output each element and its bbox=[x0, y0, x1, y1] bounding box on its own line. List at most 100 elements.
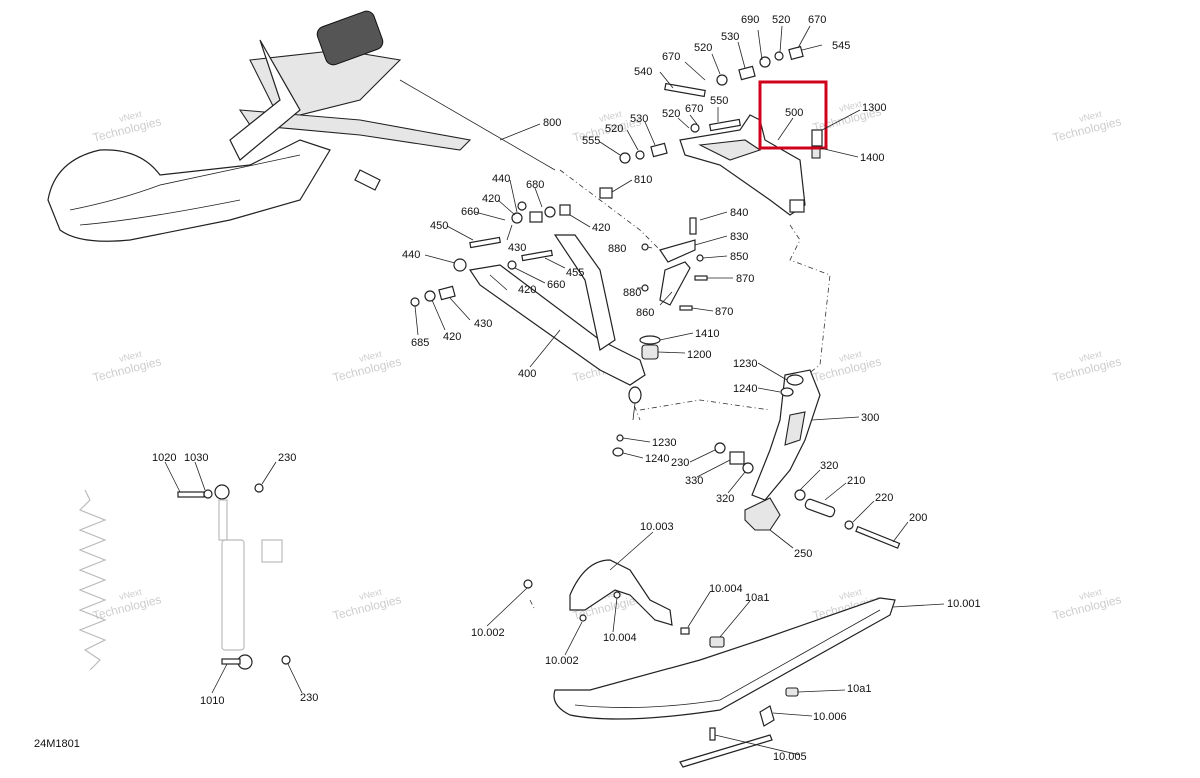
washer-icon bbox=[716, 74, 728, 86]
callout-210[interactable]: 210 bbox=[847, 475, 865, 487]
nut-icon bbox=[613, 591, 621, 599]
callout-670[interactable]: 670 bbox=[662, 51, 680, 63]
callout-420[interactable]: 420 bbox=[592, 222, 610, 234]
callout-455[interactable]: 455 bbox=[566, 267, 584, 279]
leader-lines bbox=[164, 25, 945, 756]
callout-10-004[interactable]: 10.004 bbox=[603, 632, 637, 644]
callout-230[interactable]: 230 bbox=[278, 452, 296, 464]
callout-690[interactable]: 690 bbox=[741, 14, 759, 26]
callout-850[interactable]: 850 bbox=[730, 251, 748, 263]
nut-icon bbox=[559, 204, 571, 216]
callout-1200[interactable]: 1200 bbox=[687, 349, 711, 361]
callout-880[interactable]: 880 bbox=[623, 287, 641, 299]
callout-1030[interactable]: 1030 bbox=[184, 452, 208, 464]
callout-1240[interactable]: 1240 bbox=[645, 453, 669, 465]
upper-a-arm-500 bbox=[679, 114, 806, 216]
callout-520[interactable]: 520 bbox=[605, 123, 623, 135]
ski-leg-icon bbox=[569, 559, 673, 626]
callout-1400[interactable]: 1400 bbox=[860, 152, 884, 164]
callout-670[interactable]: 670 bbox=[808, 14, 826, 26]
callout-810[interactable]: 810 bbox=[634, 174, 652, 186]
boot-icon bbox=[641, 344, 659, 360]
callout-10-005[interactable]: 10.005 bbox=[773, 751, 807, 763]
callout-230[interactable]: 230 bbox=[671, 457, 689, 469]
callout-labels: 690 520 670 530 545 670 520 540 500 1300… bbox=[152, 14, 981, 763]
bolt-icon bbox=[521, 249, 553, 262]
runner-stud-icon bbox=[709, 727, 716, 741]
callout-450[interactable]: 450 bbox=[430, 220, 448, 232]
callout-685[interactable]: 685 bbox=[411, 337, 429, 349]
callout-880[interactable]: 880 bbox=[608, 243, 626, 255]
callout-545[interactable]: 545 bbox=[832, 40, 850, 52]
callout-10-002[interactable]: 10.002 bbox=[471, 627, 505, 639]
callout-320[interactable]: 320 bbox=[716, 493, 734, 505]
callout-520[interactable]: 520 bbox=[772, 14, 790, 26]
callout-680[interactable]: 680 bbox=[526, 179, 544, 191]
bolt-icon bbox=[469, 236, 501, 249]
callout-1230[interactable]: 1230 bbox=[652, 437, 676, 449]
callout-500[interactable]: 500 bbox=[785, 107, 803, 119]
bolt-icon bbox=[855, 525, 901, 549]
callout-840[interactable]: 840 bbox=[730, 207, 748, 219]
callout-10a1[interactable]: 10a1 bbox=[745, 592, 769, 604]
callout-800[interactable]: 800 bbox=[543, 117, 561, 129]
callout-870[interactable]: 870 bbox=[715, 306, 733, 318]
callout-660[interactable]: 660 bbox=[547, 279, 565, 291]
bolt-icon bbox=[709, 118, 741, 132]
callout-550[interactable]: 550 bbox=[710, 95, 728, 107]
callout-555[interactable]: 555 bbox=[582, 135, 600, 147]
callout-520[interactable]: 520 bbox=[662, 108, 680, 120]
callout-300[interactable]: 300 bbox=[861, 412, 879, 424]
nut-icon bbox=[410, 297, 420, 307]
callout-830[interactable]: 830 bbox=[730, 231, 748, 243]
callout-420[interactable]: 420 bbox=[443, 331, 461, 343]
shock-rod-icon bbox=[218, 499, 228, 541]
callout-10-003[interactable]: 10.003 bbox=[640, 521, 674, 533]
callout-1410[interactable]: 1410 bbox=[695, 328, 719, 340]
bushing-icon bbox=[650, 142, 668, 158]
nut-icon bbox=[696, 254, 704, 262]
callout-430[interactable]: 430 bbox=[474, 318, 492, 330]
lower-a-arm-icon bbox=[468, 264, 646, 386]
callout-320[interactable]: 320 bbox=[820, 460, 838, 472]
callout-10-006[interactable]: 10.006 bbox=[813, 711, 847, 723]
callout-540[interactable]: 540 bbox=[634, 66, 652, 78]
assembled-ski-icon bbox=[47, 139, 331, 242]
callout-1230[interactable]: 1230 bbox=[733, 358, 757, 370]
callout-10a1[interactable]: 10a1 bbox=[847, 683, 871, 695]
bolt-head-icon bbox=[523, 579, 533, 589]
callout-1010[interactable]: 1010 bbox=[200, 695, 224, 707]
upper-a-arm-icon bbox=[679, 114, 806, 216]
callout-670[interactable]: 670 bbox=[685, 103, 703, 115]
ball-joint-stud-icon bbox=[811, 145, 821, 159]
callout-200[interactable]: 200 bbox=[909, 512, 927, 524]
callout-860[interactable]: 860 bbox=[636, 307, 654, 319]
callout-420[interactable]: 420 bbox=[518, 284, 536, 296]
nut-icon bbox=[579, 614, 587, 622]
callout-1020[interactable]: 1020 bbox=[152, 452, 176, 464]
bushing-icon bbox=[599, 187, 613, 199]
callout-250[interactable]: 250 bbox=[794, 548, 812, 560]
callout-420[interactable]: 420 bbox=[482, 193, 500, 205]
callout-870[interactable]: 870 bbox=[736, 273, 754, 285]
callout-10-001[interactable]: 10.001 bbox=[947, 598, 981, 610]
callout-220[interactable]: 220 bbox=[875, 492, 893, 504]
callout-330[interactable]: 330 bbox=[685, 475, 703, 487]
callout-10-002[interactable]: 10.002 bbox=[545, 655, 579, 667]
bolt-icon bbox=[664, 82, 706, 98]
callout-660[interactable]: 660 bbox=[461, 206, 479, 218]
callout-520[interactable]: 520 bbox=[694, 42, 712, 54]
callout-440[interactable]: 440 bbox=[492, 173, 510, 185]
nut-icon bbox=[281, 655, 291, 665]
callout-400[interactable]: 400 bbox=[518, 368, 536, 380]
ball-joint-icon bbox=[811, 129, 823, 147]
callout-10-004[interactable]: 10.004 bbox=[709, 583, 743, 595]
fastener-icon bbox=[759, 705, 775, 727]
callout-530[interactable]: 530 bbox=[721, 31, 739, 43]
callout-430[interactable]: 430 bbox=[508, 242, 526, 254]
callout-1240[interactable]: 1240 bbox=[733, 383, 757, 395]
callout-440[interactable]: 440 bbox=[402, 249, 420, 261]
callout-230[interactable]: 230 bbox=[300, 692, 318, 704]
callout-530[interactable]: 530 bbox=[630, 113, 648, 125]
callout-1300[interactable]: 1300 bbox=[862, 102, 886, 114]
